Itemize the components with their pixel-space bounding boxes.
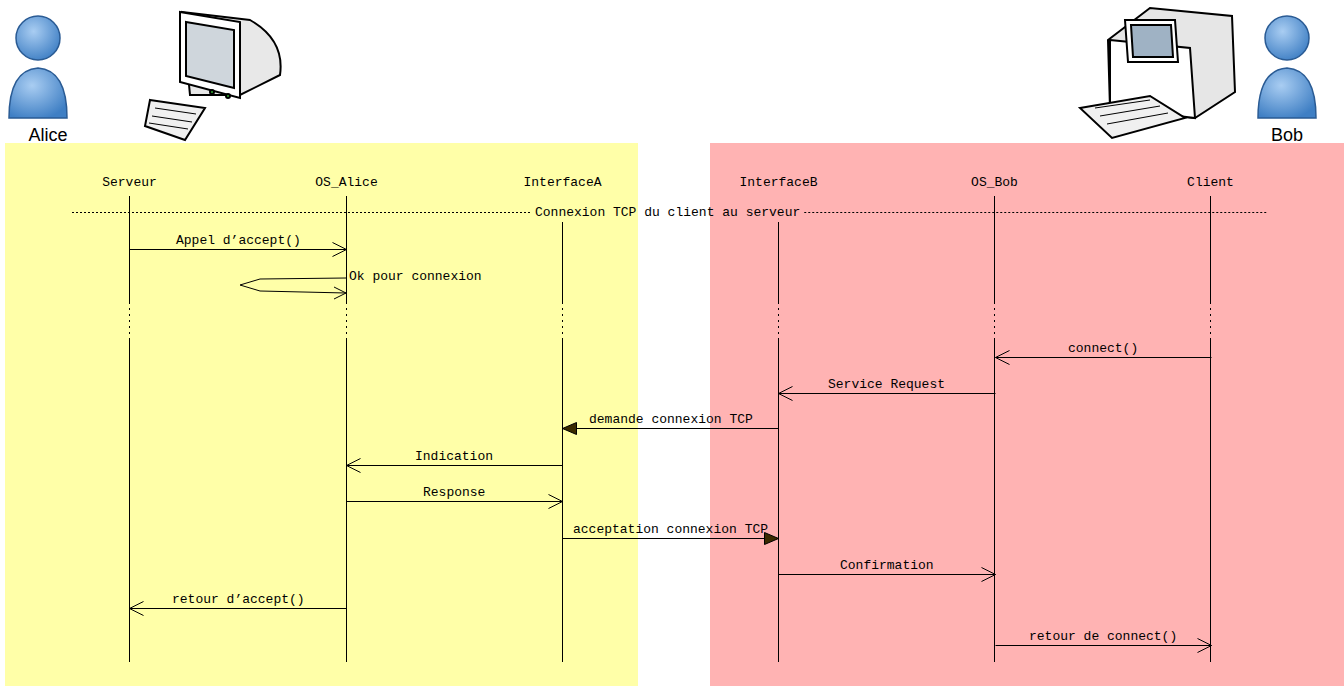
self-message-label: Ok pour connexion bbox=[349, 269, 482, 284]
message-label: retour d’accept() bbox=[172, 592, 305, 607]
message-label: Appel d’accept() bbox=[176, 233, 301, 248]
participant-name: Serveur bbox=[102, 175, 157, 190]
message-label: Service Request bbox=[828, 377, 945, 392]
message-label: Indication bbox=[415, 449, 493, 464]
computer-icon bbox=[145, 12, 281, 140]
message-label: acceptation connexion TCP bbox=[573, 522, 768, 537]
message-label: connect() bbox=[1068, 341, 1138, 356]
swimlane-band: AliceServeurOS_AliceInterfaceA bbox=[5, 143, 638, 686]
message-label: Confirmation bbox=[840, 558, 934, 573]
computer-icon bbox=[1080, 8, 1235, 138]
lifeline-head: OS_Alice bbox=[315, 173, 377, 191]
lifeline-head: InterfaceA bbox=[523, 173, 601, 191]
lifeline-head: InterfaceB bbox=[739, 173, 817, 191]
person-icon bbox=[1258, 16, 1316, 118]
person-icon bbox=[9, 16, 67, 118]
lifeline-head: OS_Bob bbox=[971, 173, 1018, 191]
swimlane-band: BobInterfaceBOS_BobClient bbox=[710, 143, 1344, 686]
participant-name: InterfaceB bbox=[739, 175, 817, 190]
section-divider-label: Connexion TCP du client au serveur bbox=[535, 205, 800, 220]
actor-name: Bob bbox=[1271, 125, 1303, 146]
message-label: demande connexion TCP bbox=[589, 412, 753, 427]
message-label: retour de connect() bbox=[1029, 629, 1177, 644]
actor-name: Alice bbox=[28, 125, 67, 146]
participant-name: Client bbox=[1187, 175, 1234, 190]
participant-name: OS_Alice bbox=[315, 175, 377, 190]
participant-name: OS_Bob bbox=[971, 175, 1018, 190]
lifeline-head: Serveur bbox=[102, 173, 157, 191]
participant-name: InterfaceA bbox=[523, 175, 601, 190]
lifeline-head: Client bbox=[1187, 173, 1234, 191]
message-label: Response bbox=[423, 485, 485, 500]
